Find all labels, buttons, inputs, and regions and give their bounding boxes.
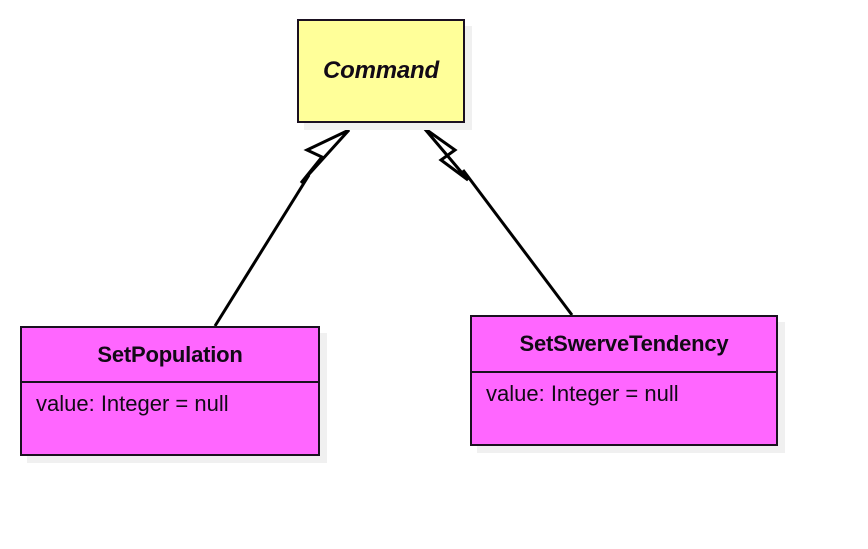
generalization-setpopulation-command	[213, 128, 351, 327]
hollow-triangle-arrowhead	[299, 128, 351, 185]
uml-class-setpopulation[interactable]: SetPopulation value: Integer = null	[20, 326, 320, 456]
attribute-compartment: value: Integer = null	[472, 373, 776, 406]
attribute-row: value: Integer = null	[486, 381, 679, 406]
uml-class-setswervetendency[interactable]: SetSwerveTendency value: Integer = null	[470, 315, 778, 446]
hollow-triangle-arrowhead	[422, 126, 470, 182]
generalization-line	[213, 174, 311, 327]
generalization-setswervetendency-command	[422, 126, 574, 316]
class-name-setswervetendency: SetSwerveTendency	[472, 317, 776, 373]
uml-class-command[interactable]: Command	[297, 19, 465, 123]
class-name-command: Command	[323, 57, 439, 84]
attribute-row: value: Integer = null	[36, 391, 229, 416]
attribute-compartment: value: Integer = null	[22, 383, 318, 416]
generalization-line	[461, 169, 574, 316]
class-name-setpopulation: SetPopulation	[22, 328, 318, 383]
